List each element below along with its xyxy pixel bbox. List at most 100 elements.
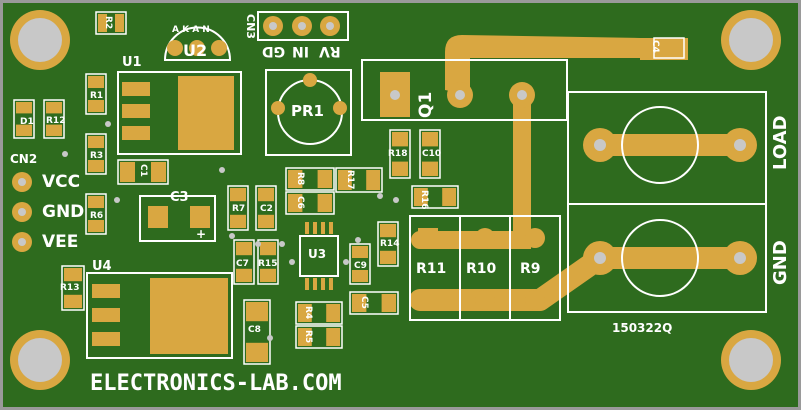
r15-footprint bbox=[257, 239, 279, 285]
smd-passives bbox=[13, 11, 685, 365]
r6-footprint bbox=[85, 193, 107, 235]
r3-label: R3 bbox=[90, 151, 104, 161]
via bbox=[279, 241, 285, 247]
r14-footprint bbox=[377, 221, 399, 267]
d1-footprint bbox=[13, 99, 35, 139]
c8-footprint bbox=[243, 299, 271, 365]
c4-label: C4 bbox=[650, 40, 660, 53]
r1-label: R1 bbox=[90, 91, 104, 101]
c9-label: C9 bbox=[354, 261, 367, 271]
cn3-header bbox=[257, 11, 349, 41]
c6-label: C6 bbox=[295, 196, 305, 209]
u3-label: U3 bbox=[308, 247, 327, 261]
cn3-pin-rv: RV bbox=[319, 43, 341, 59]
c6-footprint bbox=[285, 191, 335, 215]
r4-label: R4 bbox=[303, 306, 313, 320]
load-label: LOAD bbox=[770, 115, 791, 170]
via bbox=[255, 241, 261, 247]
cn3-pin-in: IN bbox=[292, 43, 309, 59]
c5-footprint bbox=[349, 291, 399, 315]
pr1-label: PR1 bbox=[291, 102, 324, 120]
r10-label: R10 bbox=[466, 261, 497, 277]
footer-text: ELECTRONICS-LAB.COM bbox=[90, 371, 342, 396]
c5-label: C5 bbox=[359, 296, 369, 309]
r11-label: R11 bbox=[416, 261, 447, 277]
u1-label: U1 bbox=[122, 55, 142, 70]
r17-label: R17 bbox=[345, 170, 355, 190]
r14-label: R14 bbox=[380, 239, 400, 249]
cn3-ref: CN3 bbox=[244, 14, 257, 39]
cn2-header bbox=[12, 172, 32, 252]
q1-transistor bbox=[361, 59, 568, 121]
r5-footprint bbox=[295, 325, 343, 349]
q1-label: Q1 bbox=[416, 91, 436, 118]
c1-label: C1 bbox=[138, 164, 148, 177]
r9-label: R9 bbox=[520, 261, 541, 277]
c2-label: C2 bbox=[260, 204, 273, 214]
r3-footprint bbox=[85, 133, 107, 175]
cn3-pin-gd: GD bbox=[262, 43, 286, 59]
c10-label: C10 bbox=[422, 149, 442, 159]
c4-footprint bbox=[653, 37, 685, 59]
r18-footprint bbox=[389, 129, 411, 179]
r12-label: R12 bbox=[46, 116, 66, 126]
power-trace-q1-r9 bbox=[411, 86, 531, 249]
u3-ic bbox=[299, 222, 339, 290]
d1-label: D1 bbox=[20, 117, 34, 127]
cn2-pin-gnd: GND bbox=[42, 202, 85, 222]
r7-label: R7 bbox=[232, 204, 246, 214]
mounting-hole-top-right bbox=[721, 10, 781, 70]
via bbox=[62, 151, 68, 157]
r13-label: R13 bbox=[60, 283, 80, 293]
via bbox=[267, 335, 273, 341]
r4-footprint bbox=[295, 301, 343, 325]
gnd-label: GND bbox=[770, 240, 791, 285]
r1-footprint bbox=[85, 73, 107, 115]
c9-footprint bbox=[349, 243, 371, 285]
cn2-pin-vee: VEE bbox=[42, 232, 79, 252]
via bbox=[393, 197, 399, 203]
c8-label: C8 bbox=[248, 325, 261, 335]
via bbox=[289, 259, 295, 265]
r2-footprint bbox=[95, 11, 127, 35]
c7-footprint bbox=[233, 239, 255, 285]
terminal-block-gnd bbox=[567, 203, 767, 313]
terminal-block-load bbox=[567, 91, 767, 205]
u1-regulator bbox=[117, 71, 242, 155]
r5-label: R5 bbox=[303, 330, 313, 344]
c3-label: C3 bbox=[170, 190, 189, 205]
mounting-hole-top-left bbox=[10, 10, 70, 70]
via bbox=[219, 167, 225, 173]
u2-pins-label: A K A N bbox=[172, 25, 210, 35]
mounting-hole-bottom-right bbox=[721, 330, 781, 390]
u2-reference bbox=[163, 26, 232, 61]
via bbox=[355, 237, 361, 243]
u4-regulator bbox=[86, 272, 233, 359]
c7-label: C7 bbox=[236, 259, 249, 269]
r8-label: R8 bbox=[295, 172, 305, 186]
board-code: 150322Q bbox=[612, 321, 673, 335]
via bbox=[377, 193, 383, 199]
r18-label: R18 bbox=[388, 149, 408, 159]
r8-footprint bbox=[285, 167, 335, 191]
c10-footprint bbox=[419, 129, 441, 179]
r17-footprint bbox=[335, 167, 383, 193]
pr1-trimmer bbox=[265, 69, 352, 156]
via bbox=[229, 233, 235, 239]
r15-label: R15 bbox=[258, 259, 278, 269]
r6-label: R6 bbox=[90, 211, 104, 221]
r12-footprint bbox=[43, 99, 65, 139]
vias bbox=[62, 121, 399, 341]
via bbox=[105, 121, 111, 127]
cn2-pin-vcc: VCC bbox=[42, 172, 81, 192]
c3-capacitor bbox=[139, 195, 216, 242]
c3-polarity: + bbox=[196, 227, 207, 241]
via bbox=[343, 259, 349, 265]
via bbox=[114, 197, 120, 203]
r7-footprint bbox=[227, 185, 249, 231]
r2-label: R2 bbox=[103, 16, 113, 30]
c1-footprint bbox=[117, 159, 169, 185]
power-resistors-r9-r11 bbox=[409, 215, 561, 321]
u2-label: U2 bbox=[183, 41, 208, 60]
